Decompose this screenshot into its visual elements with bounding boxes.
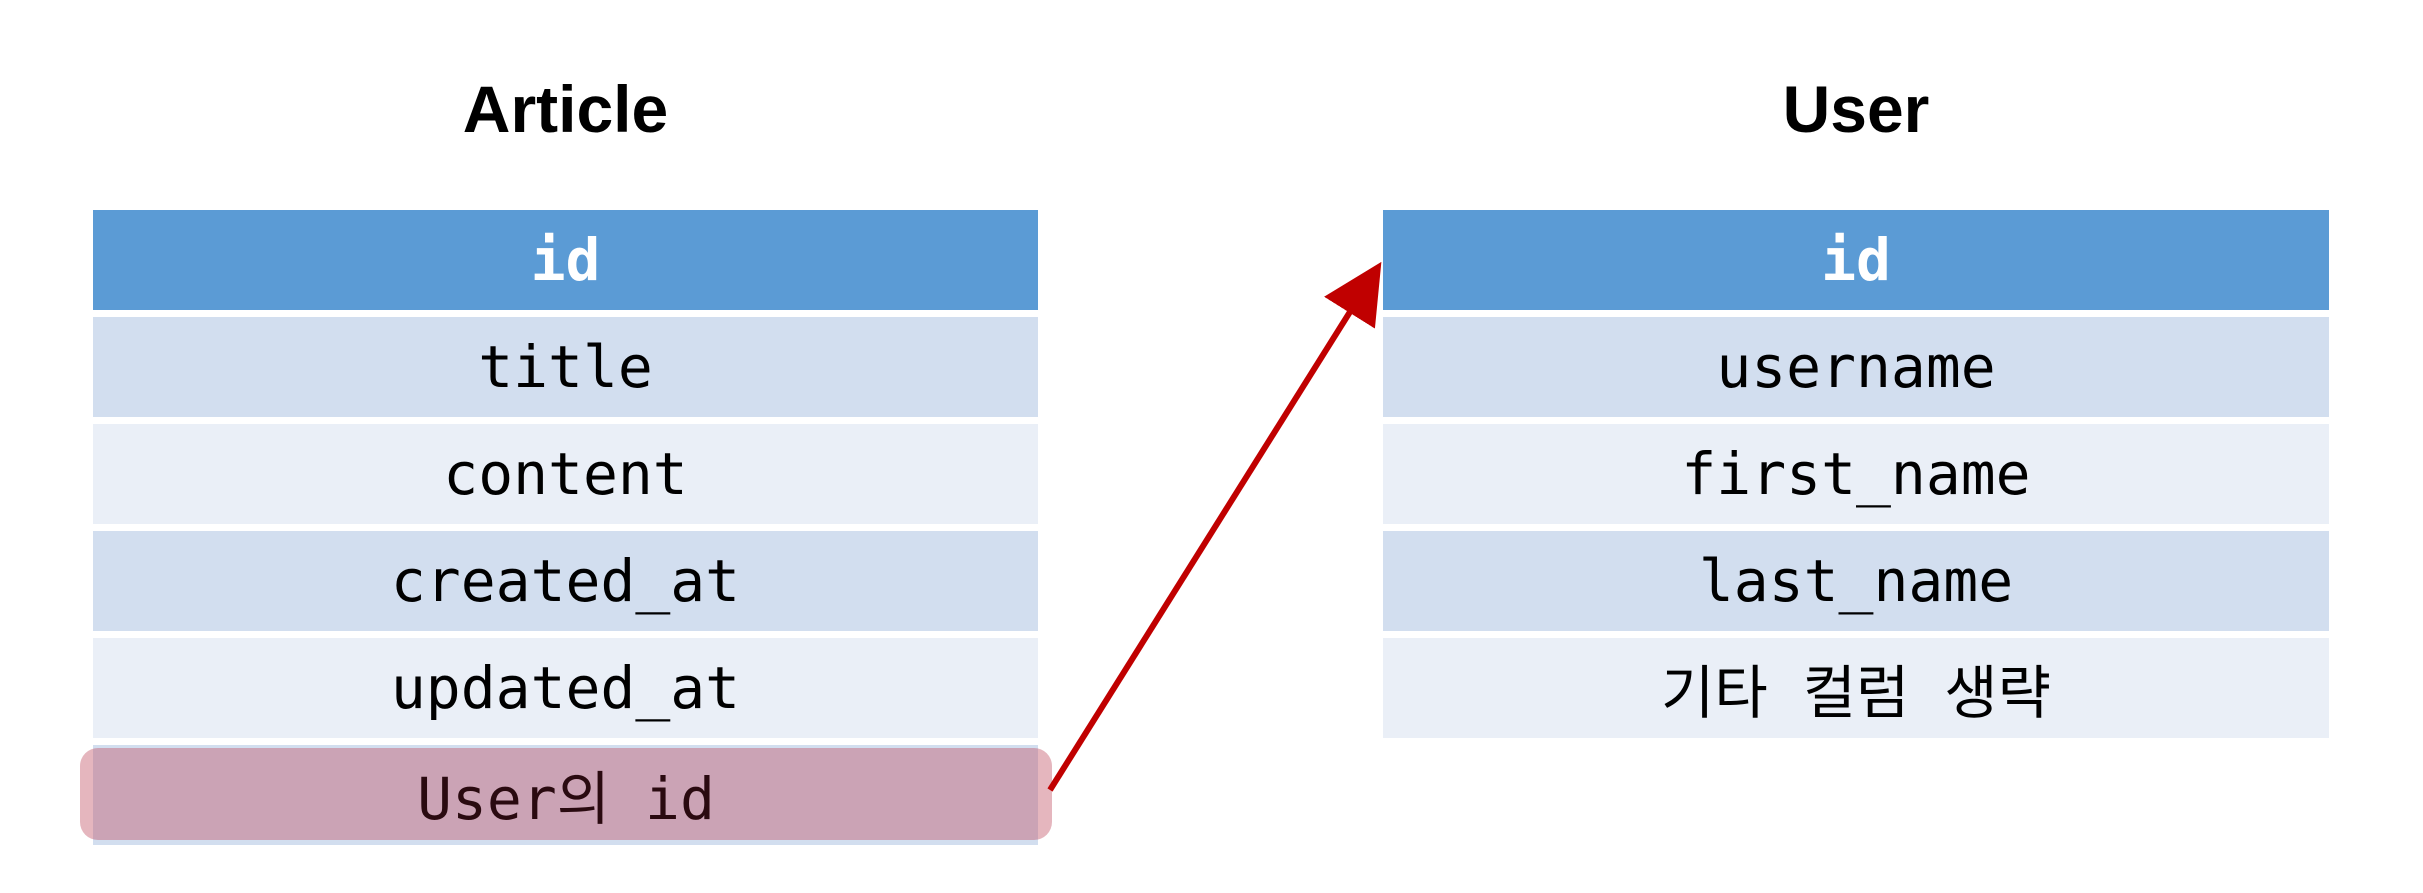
article-field-content: content	[93, 424, 1038, 524]
user-id-header: id	[1383, 210, 2329, 310]
article-field-updated-at: updated_at	[93, 638, 1038, 738]
user-field-other-columns: 기타 컬럼 생략	[1383, 638, 2329, 738]
arrow-line	[1047, 261, 1382, 792]
user-field-first-name: first_name	[1383, 424, 2329, 524]
article-table: id title content created_at updated_at	[93, 210, 1038, 852]
user-table: id username first_name last_name 기타 컬럼 생…	[1383, 210, 2329, 745]
article-id-header: id	[93, 210, 1038, 310]
article-foreign-key-highlight: User의 id	[80, 748, 1052, 840]
user-title: User	[1782, 72, 1930, 146]
article-fk-row-base	[93, 745, 1038, 845]
article-field-title: title	[93, 317, 1038, 417]
user-field-last-name: last_name	[1383, 531, 2329, 631]
user-field-username: username	[1383, 317, 2329, 417]
article-field-created-at: created_at	[93, 531, 1038, 631]
article-title: Article	[462, 72, 669, 146]
